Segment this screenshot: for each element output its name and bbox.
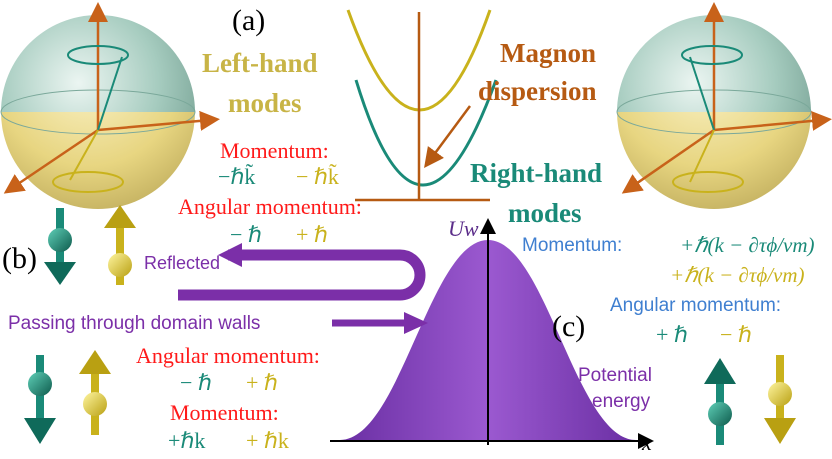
left-bloch-sphere bbox=[0, 2, 220, 209]
upper-momentum-label: Momentum: bbox=[220, 138, 329, 163]
right-angular-right: − ℏ bbox=[720, 322, 752, 347]
panel-label-a: (a) bbox=[232, 4, 266, 37]
potential-x-axis-label: x bbox=[642, 430, 652, 455]
right-hand-dispersion-curve bbox=[354, 79, 498, 187]
left-hand-label-line2: modes bbox=[228, 88, 302, 118]
panel-label-b: (b) bbox=[2, 242, 37, 275]
right-hand-label-line2: modes bbox=[508, 198, 582, 228]
lower-angular-left: − ℏ bbox=[180, 370, 212, 395]
passing-arrow bbox=[332, 312, 428, 334]
dispersion-pointer-arrow bbox=[424, 105, 472, 169]
magnon-label-line2: dispersion bbox=[478, 76, 597, 106]
passing-label: Passing through domain walls bbox=[8, 313, 261, 334]
right-angular-label: Angular momentum: bbox=[610, 295, 782, 316]
lower-angular-right: + ℏ bbox=[246, 370, 278, 395]
upper-momentum-right: − ℏk̃ bbox=[296, 164, 339, 189]
potential-y-axis-label: Uw bbox=[448, 216, 479, 241]
spin-down-gold-right bbox=[764, 355, 796, 444]
lower-momentum-label: Momentum: bbox=[170, 400, 279, 425]
left-hand-label-line1: Left-hand bbox=[202, 48, 318, 78]
spin-down-teal-lower bbox=[24, 355, 56, 444]
upper-angular-left: − ℏ bbox=[230, 222, 262, 247]
panel-label-c: (c) bbox=[552, 310, 586, 343]
right-momentum-line1: +ℏ(k − ∂τϕ/vm) bbox=[680, 233, 815, 257]
lower-momentum-right: + ℏk bbox=[246, 428, 289, 453]
reflected-label: Reflected bbox=[144, 253, 221, 273]
lower-angular-label: Angular momentum: bbox=[136, 343, 320, 368]
upper-momentum-left: −ℏk̃ bbox=[218, 164, 256, 189]
right-momentum-label: Momentum: bbox=[522, 235, 623, 256]
spin-up-gold-lower bbox=[79, 350, 111, 435]
reflected-arrow bbox=[178, 243, 426, 301]
right-angular-left: + ℏ bbox=[656, 322, 688, 347]
potential-label-line1: Potential bbox=[578, 365, 652, 386]
upper-angular-label: Angular momentum: bbox=[178, 194, 362, 219]
right-bloch-sphere bbox=[616, 2, 832, 209]
magnon-dispersion-plot bbox=[346, 9, 498, 202]
magnon-label-line1: Magnon bbox=[500, 38, 597, 68]
spin-down-teal-upper bbox=[44, 208, 76, 285]
right-hand-label-line1: Right-hand bbox=[470, 158, 603, 188]
upper-angular-right: + ℏ bbox=[296, 222, 328, 247]
spin-up-gold-upper bbox=[104, 205, 136, 285]
right-momentum-line2: +ℏ(k − ∂τϕ/vm) bbox=[670, 263, 805, 287]
potential-energy-plot bbox=[330, 218, 654, 449]
lower-momentum-left: +ℏk bbox=[168, 428, 206, 453]
spin-up-teal-right bbox=[704, 358, 736, 445]
potential-label-line2: energy bbox=[592, 391, 651, 412]
